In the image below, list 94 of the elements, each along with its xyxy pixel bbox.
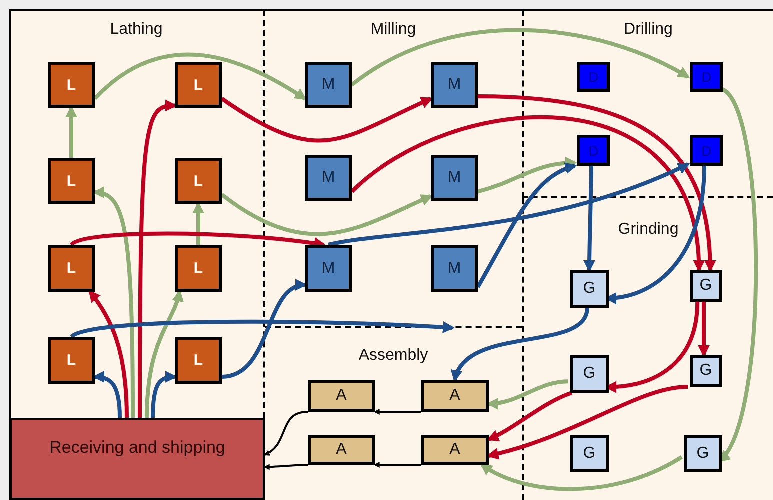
mill-machine-box — [305, 155, 352, 201]
flow-arrow — [92, 371, 122, 418]
machine-label: M — [448, 170, 462, 186]
mill-machine-box — [305, 62, 352, 108]
flow-arrow — [138, 100, 178, 418]
machine-label: G — [700, 278, 712, 294]
machine-label: L — [66, 353, 76, 368]
machine-label: G — [583, 446, 596, 462]
flow-arrow — [88, 290, 129, 418]
lathe-machine-box — [175, 158, 222, 204]
drill-machine-box — [577, 62, 610, 92]
lathe-machine-box — [175, 245, 222, 292]
lathe-machine-box — [175, 337, 222, 384]
machine-label: M — [322, 260, 336, 276]
flow-arrow — [70, 320, 455, 339]
machine-label: G — [700, 363, 712, 379]
flow-arrow — [480, 455, 683, 492]
grinder-machine-box — [570, 270, 609, 308]
flow-arrow — [151, 371, 178, 418]
receiving-area — [10, 418, 265, 500]
flow-arrow — [94, 52, 308, 100]
machine-label: G — [583, 366, 596, 382]
flow-arrow — [328, 162, 690, 247]
flow-arrow — [92, 188, 135, 418]
lathe-machine-box — [175, 62, 222, 108]
assembly-station-box — [421, 435, 489, 465]
flow-arrow — [477, 157, 578, 194]
mill-machine-box — [305, 245, 352, 292]
assembly-station-box — [308, 435, 375, 465]
machine-label: D — [701, 70, 712, 84]
flow-arrow — [478, 94, 716, 272]
machine-label: D — [588, 144, 599, 158]
department-label: Lathing — [110, 20, 163, 40]
machine-label: L — [66, 261, 76, 276]
flow-arrow — [374, 409, 421, 415]
mill-machine-box — [431, 62, 478, 108]
machine-label: G — [583, 281, 596, 297]
flow-arrow — [698, 302, 710, 358]
machine-label: L — [66, 174, 76, 188]
machine-label: A — [450, 442, 460, 458]
machine-label: L — [194, 174, 204, 188]
lathe-machine-box — [48, 62, 95, 108]
flow-arrow — [66, 106, 78, 158]
machine-label: A — [336, 388, 347, 404]
department-label: Drilling — [624, 20, 673, 40]
flow-arrow — [350, 116, 704, 272]
flow-arrow — [374, 462, 421, 468]
machine-label: M — [322, 170, 336, 186]
flow-arrow — [145, 290, 184, 418]
flow-arrow — [476, 163, 578, 288]
grinder-machine-box — [570, 435, 609, 472]
grinder-machine-box — [690, 270, 722, 302]
flow-arrow — [452, 308, 590, 382]
department-label: Assembly — [358, 346, 428, 366]
drill-machine-box — [690, 62, 723, 92]
flow-arrow — [220, 96, 434, 143]
flow-arrow — [222, 280, 308, 379]
drill-machine-box — [577, 135, 610, 166]
flow-arrow — [486, 385, 688, 460]
machine-label: L — [194, 261, 204, 276]
drill-machine-box — [690, 135, 723, 166]
machine-label: L — [194, 353, 204, 368]
machine-label: G — [696, 446, 710, 462]
flow-arrow — [486, 380, 568, 410]
flow-arrow — [264, 411, 308, 456]
flow-arrow — [350, 28, 690, 87]
flow-arrow — [220, 193, 434, 236]
assembly-station-box — [421, 380, 489, 412]
machine-label: D — [701, 144, 712, 158]
mill-machine-box — [431, 245, 478, 292]
machine-label: D — [588, 70, 599, 84]
flow-arrow — [486, 391, 573, 442]
flow-arrow — [584, 166, 596, 272]
lathe-machine-box — [48, 158, 95, 204]
machine-label: A — [450, 388, 460, 404]
grinder-machine-box — [570, 355, 609, 393]
department-label: Grinding — [618, 220, 679, 240]
lathe-machine-box — [48, 337, 95, 384]
lathe-machine-box — [48, 245, 95, 292]
machine-label: M — [322, 77, 336, 93]
machine-label: L — [194, 78, 204, 92]
flow-arrow — [192, 202, 204, 245]
machine-label: M — [448, 77, 462, 93]
machine-label: A — [336, 442, 347, 458]
machine-label: L — [66, 78, 76, 92]
assembly-station-box — [308, 380, 375, 412]
grinder-machine-box — [690, 355, 722, 387]
flow-arrow — [264, 464, 308, 470]
department-label: Milling — [370, 20, 416, 40]
mill-machine-box — [431, 155, 478, 201]
machine-label: M — [448, 260, 462, 276]
department-zone — [522, 10, 773, 198]
area-label: Receiving and shipping — [50, 437, 226, 460]
grinder-machine-box — [684, 435, 722, 472]
